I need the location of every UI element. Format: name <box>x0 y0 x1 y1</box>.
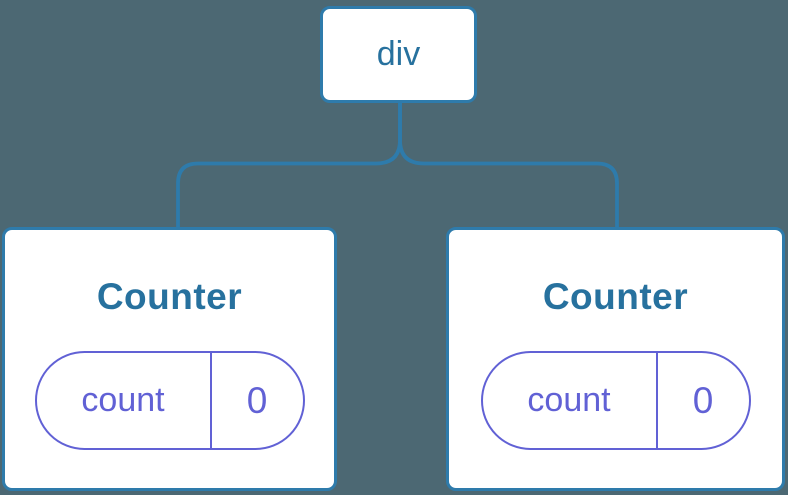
counter-node-left: Counter count 0 <box>2 227 337 491</box>
state-name-label: count <box>37 353 212 448</box>
counter-title: Counter <box>96 276 243 317</box>
root-node-label: div <box>376 35 421 73</box>
connector-right-branch <box>398 103 619 228</box>
state-value: 0 <box>692 379 714 421</box>
state-name-label: count <box>483 353 658 448</box>
state-pill: count 0 <box>480 351 751 450</box>
connector-left-branch <box>176 103 402 228</box>
counter-node-right: Counter count 0 <box>446 227 785 491</box>
counter-title: Counter <box>542 276 689 317</box>
root-node-div: div <box>320 6 477 103</box>
state-pill: count 0 <box>34 351 305 450</box>
state-value: 0 <box>246 379 268 421</box>
